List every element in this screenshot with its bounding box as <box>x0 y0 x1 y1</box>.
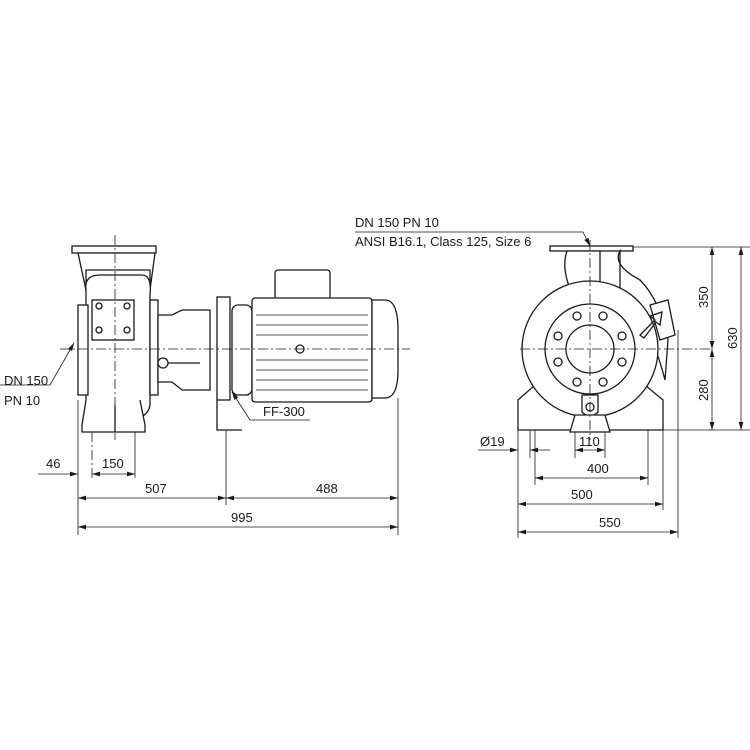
ff-label: FF-300 <box>263 404 305 419</box>
dim-630: 630 <box>725 247 744 430</box>
cooling-fins <box>256 314 368 391</box>
dim-500: 500 <box>518 487 663 507</box>
svg-text:350: 350 <box>696 286 711 308</box>
side-view: DN 150 PN 10 FF-300 46 150 507 488 995 <box>0 235 410 535</box>
svg-text:500: 500 <box>571 487 593 502</box>
dim-550: 550 <box>518 515 678 535</box>
svg-text:150: 150 <box>102 456 124 471</box>
front-view: DN 150 PN 10 ANSI B16.1, Class 125, Size… <box>355 215 750 538</box>
dim-995: 995 <box>78 510 398 530</box>
dim-350: 350 <box>696 247 715 349</box>
svg-text:400: 400 <box>587 461 609 476</box>
dim-280: 280 <box>696 349 715 430</box>
svg-text:46: 46 <box>46 456 60 471</box>
discharge-dn-pn-label: DN 150 PN 10 <box>355 215 439 230</box>
dim-110: 110 <box>575 434 605 453</box>
dim-150-side: 150 <box>92 456 135 477</box>
svg-text:507: 507 <box>145 481 167 496</box>
adapter-lantern <box>157 309 211 391</box>
discharge-leader <box>355 231 591 247</box>
suction-dn-label: DN 150 <box>4 373 48 388</box>
pump-casing-side <box>71 245 159 433</box>
svg-text:488: 488 <box>316 481 338 496</box>
svg-text:995: 995 <box>231 510 253 525</box>
flange-bolt-holes <box>553 311 627 387</box>
dim-507: 507 <box>78 481 226 501</box>
svg-text:280: 280 <box>696 379 711 401</box>
rotation-arrow-icon <box>639 311 663 339</box>
suction-leader <box>0 342 75 386</box>
dim-46: 46 <box>38 456 78 477</box>
ff-leader <box>231 391 310 421</box>
discharge-ansi-label: ANSI B16.1, Class 125, Size 6 <box>355 234 531 249</box>
svg-text:Ø19: Ø19 <box>480 434 505 449</box>
svg-text:110: 110 <box>579 434 600 449</box>
motor-side <box>231 269 399 403</box>
dim-488: 488 <box>226 481 398 501</box>
dim-400: 400 <box>535 461 648 481</box>
svg-text:630: 630 <box>725 327 740 349</box>
svg-text:550: 550 <box>599 515 621 530</box>
dim-diameter-19: Ø19 <box>478 434 550 453</box>
pump-casing-front <box>517 245 676 433</box>
suction-pn-label: PN 10 <box>4 393 40 408</box>
motor-bracket-plate <box>216 296 242 431</box>
